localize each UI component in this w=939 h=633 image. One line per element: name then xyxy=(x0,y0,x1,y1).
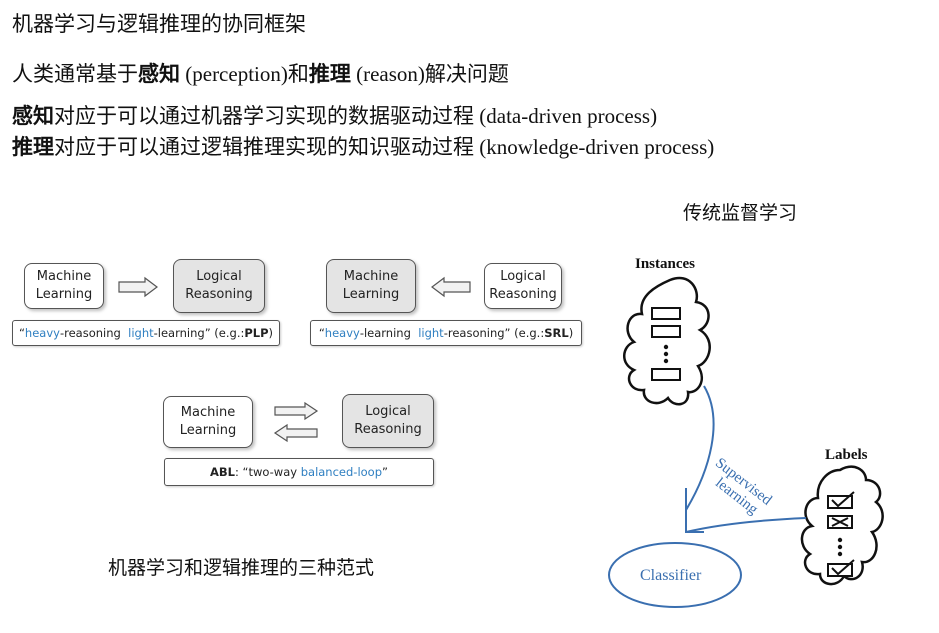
ml-box-line1: Machine xyxy=(36,269,92,284)
abl-close-quote: ” xyxy=(382,465,388,479)
perception-en: (perception) xyxy=(180,62,288,86)
lr-box-line2: Reasoning xyxy=(185,287,253,302)
abl-abbr: ABL xyxy=(210,465,235,479)
lr-box-line1: Logical xyxy=(365,404,411,419)
plp-reasoning: -reasoning xyxy=(59,326,129,340)
bidirectional-arrows-icon xyxy=(273,401,319,443)
instance-rect-3 xyxy=(651,368,681,381)
lr-box-line1: Logical xyxy=(196,269,242,284)
instance-rect-1 xyxy=(651,307,681,320)
lr-box-line2: Reasoning xyxy=(354,422,422,437)
classifier-ellipse xyxy=(608,542,742,608)
srl-quote: “ xyxy=(318,326,325,340)
left-arrow-icon xyxy=(431,276,471,298)
plp-heavy: heavy xyxy=(24,326,60,340)
intro-and: 和 xyxy=(287,62,309,86)
supervised-diagram xyxy=(608,276,884,608)
right-arrow-icon xyxy=(118,276,158,298)
instances-cloud xyxy=(623,276,711,406)
srl-reasoning: -reasoning” (e.g.: xyxy=(443,326,545,340)
reasoning-def-en: (knowledge-driven process) xyxy=(474,135,715,159)
intro-prefix: 人类通常基于 xyxy=(12,62,138,86)
plp-caption: “heavy-reasoning light-learning” (e.g.: … xyxy=(12,320,280,346)
plp-learning: -learning” (e.g.: xyxy=(153,326,245,340)
ml-box-line2: Learning xyxy=(35,287,93,302)
ml-box-line2: Learning xyxy=(342,287,400,302)
ml-box-line1: Machine xyxy=(180,405,236,420)
abl-two-way: : “two-way xyxy=(235,465,301,479)
srl-caption: “heavy-learning light-reasoning” (e.g.: … xyxy=(310,320,582,346)
reason-en: (reason) xyxy=(350,62,425,86)
classifier-label: Classifier xyxy=(640,567,702,584)
reasoning-def-term: 推理 xyxy=(12,135,54,159)
plp-abbr: PLP xyxy=(244,326,269,340)
perception-def-term: 感知 xyxy=(12,104,54,128)
page-title: 机器学习与逻辑推理的协同框架 xyxy=(12,12,306,36)
supervised-title: 传统监督学习 xyxy=(683,202,798,224)
perception-term: 感知 xyxy=(138,62,180,86)
lr-box-line2: Reasoning xyxy=(489,287,557,302)
srl-heavy: heavy xyxy=(324,326,360,340)
reasoning-def-text: 对应于可以通过逻辑推理实现的知识驱动过程 xyxy=(54,135,474,159)
abl-balanced-loop: balanced-loop xyxy=(300,465,383,479)
perception-def-text: 对应于可以通过机器学习实现的数据驱动过程 xyxy=(54,104,474,128)
intro-suffix: 解决问题 xyxy=(424,62,509,86)
lr-box-line1: Logical xyxy=(500,269,546,284)
ml-box-line1: Machine xyxy=(343,269,399,284)
paradigms-caption: 机器学习和逻辑推理的三种范式 xyxy=(108,557,375,579)
srl-light: light xyxy=(418,326,444,340)
plp-light: light xyxy=(128,326,154,340)
perception-definition: 感知对应于可以通过机器学习实现的数据驱动过程 (data-driven proc… xyxy=(12,100,657,130)
plp-quote: “ xyxy=(18,326,25,340)
srl-close: ) xyxy=(568,326,574,340)
srl-learning: -learning xyxy=(359,326,419,340)
reasoning-definition: 推理对应于可以通过逻辑推理实现的知识驱动过程 (knowledge-driven… xyxy=(12,131,714,161)
ml-box-line2: Learning xyxy=(179,423,237,438)
instance-rect-2 xyxy=(651,325,681,338)
srl-abbr: SRL xyxy=(544,326,569,340)
abl-caption: ABL: “two-way balanced-loop” xyxy=(164,458,434,486)
reason-term: 推理 xyxy=(308,62,351,86)
instances-label: Instances xyxy=(635,256,696,272)
labels-label: Labels xyxy=(825,447,868,463)
plp-close: ) xyxy=(268,326,274,340)
perception-def-en: (data-driven process) xyxy=(474,104,658,128)
intro-line: 人类通常基于感知 (perception)和推理 (reason)解决问题 xyxy=(12,58,509,88)
